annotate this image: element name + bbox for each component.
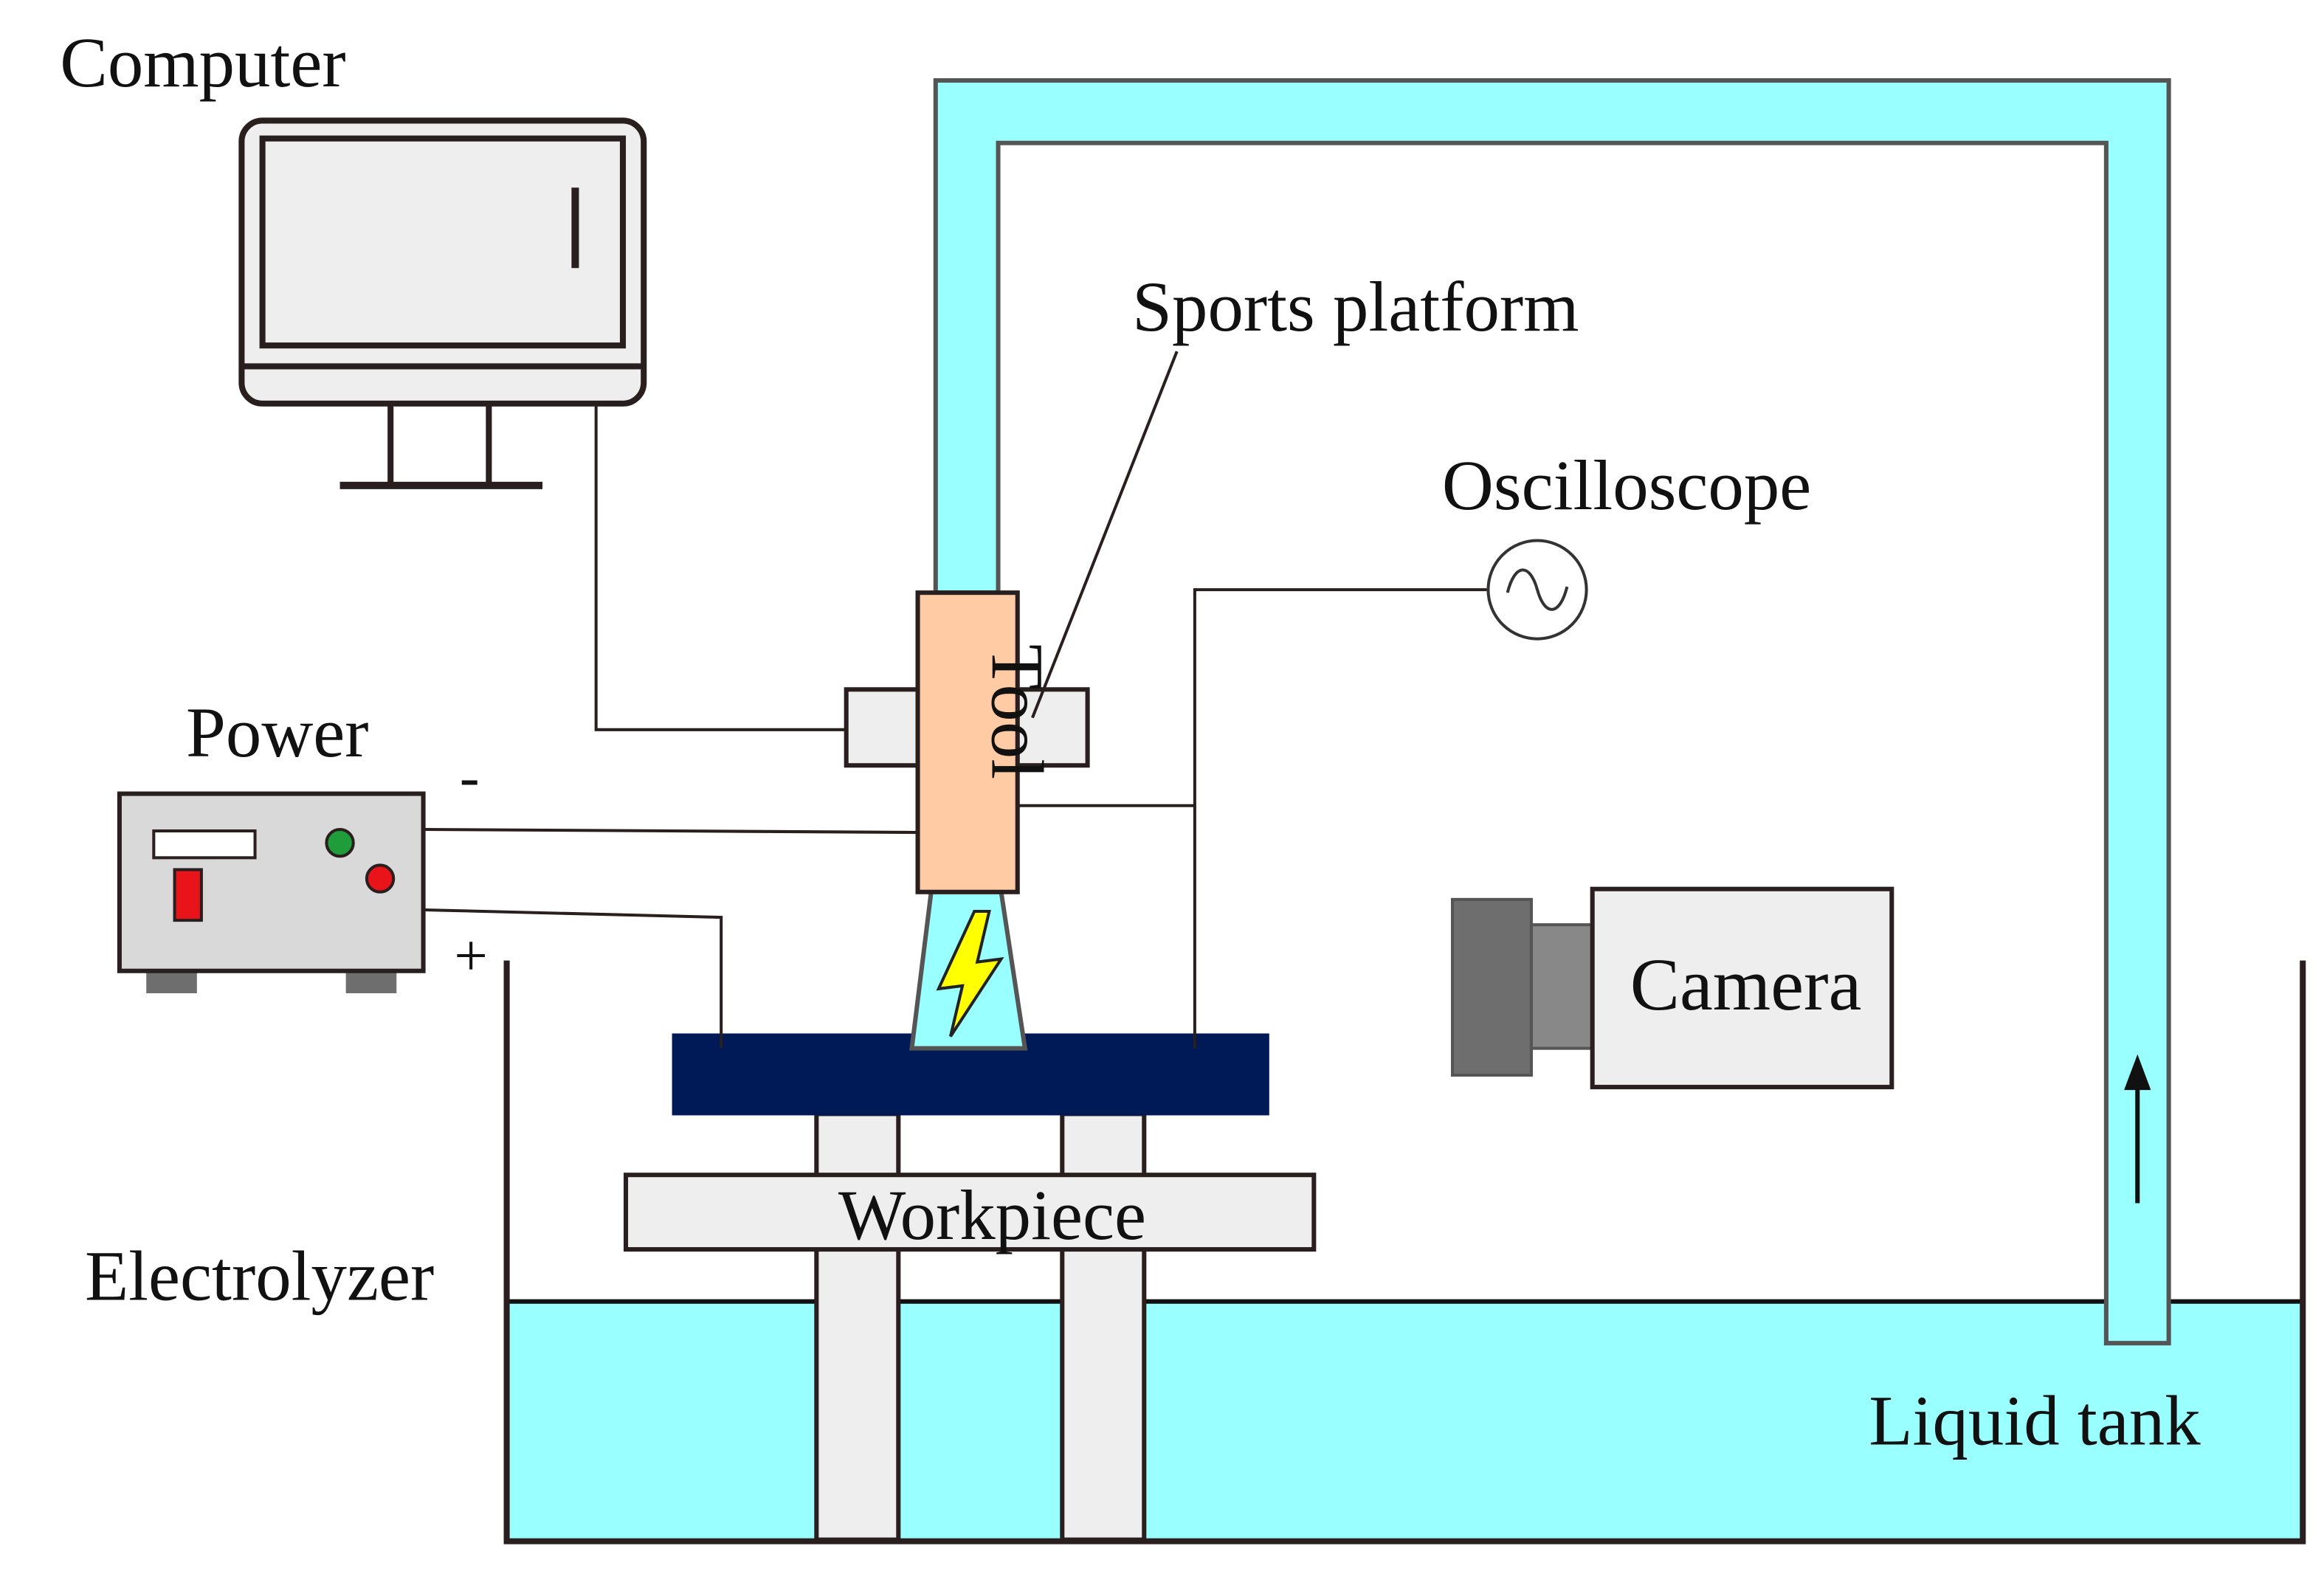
workpiece-label: Workpiece [838,1176,1146,1254]
electrolyte-jet [909,889,1028,1051]
power-foot-right [345,969,397,993]
liquid-tank [503,960,2306,1544]
oscilloscope: Oscilloscope [1442,446,1811,641]
oscilloscope-wire [1193,588,1487,1049]
camera: Camera [1450,886,1894,1090]
camera-body [1590,886,1894,1090]
fixture: Workpiece [624,1111,1317,1542]
positive-wire [423,908,723,1049]
monitor-screen [259,135,627,349]
workpiece-support [624,1173,1317,1252]
camera-lens-barrel [1529,923,1594,1050]
platform-clamp-left [844,687,923,768]
lightning-bolt-icon [936,909,1004,1038]
liquid-tank-label: Liquid tank [1869,1381,2201,1460]
negative-terminal-label: - [460,745,480,810]
tool-label: Tool [976,644,1058,779]
electrolyzer-label: Electrolyzer [85,1237,434,1316]
negative-wire [423,827,918,835]
positive-terminal-label: + [454,923,488,989]
power-label: Power [186,693,369,772]
power-foot-left [146,969,197,993]
sports-platform-leader [1031,351,1179,719]
computer: Computer [60,23,647,489]
sine-wave-icon [1506,568,1569,611]
oscilloscope-label: Oscilloscope [1442,446,1811,525]
tank-walls [503,960,2306,1544]
tool-electrode [915,590,1020,894]
tool-assembly: Tool [844,590,1090,894]
power-supply: Power - + [117,693,488,993]
platform-clamp-right [1013,687,1090,768]
sports-platform-label: Sports platform [1132,267,1579,346]
power-led-green [325,827,355,858]
power-display [152,829,257,860]
computer-label: Computer [60,23,345,102]
camera-label: Camera [1630,943,1862,1026]
camera-lens-front [1450,897,1533,1077]
tank-liquid [506,1301,2303,1540]
wiring [423,351,1487,1049]
power-switch [173,868,203,922]
computer-to-platform-wire [594,401,846,731]
arrow-up-icon-head [2124,1054,2151,1091]
power-led-red [365,863,396,894]
